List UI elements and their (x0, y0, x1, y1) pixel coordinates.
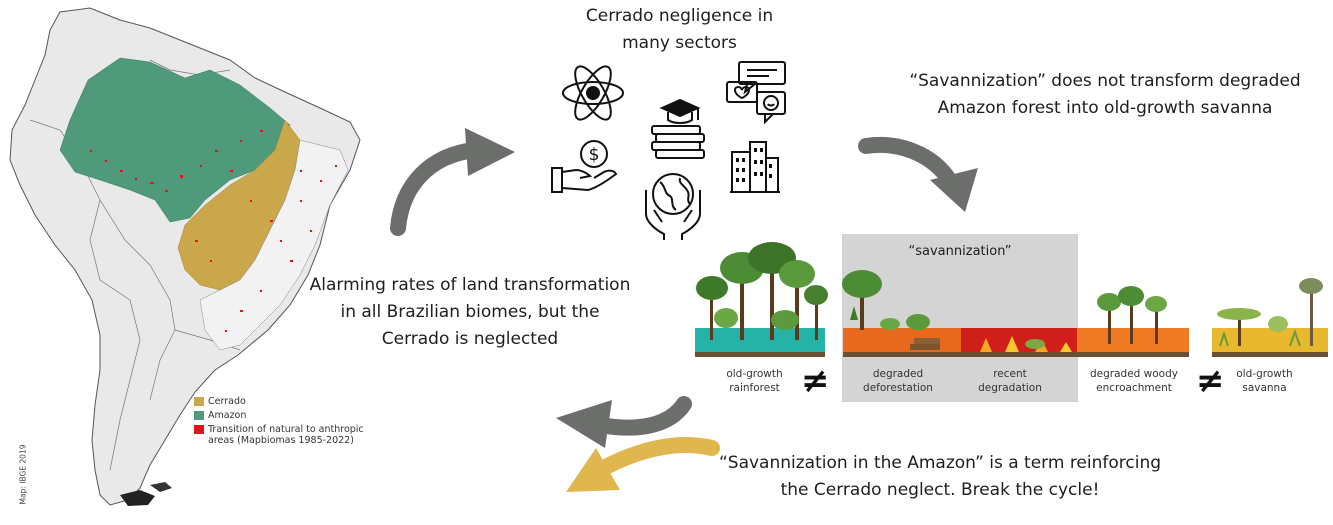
legend-transition: Transition of natural to anthropic areas… (194, 424, 374, 446)
legend-swatch-amazon (194, 411, 204, 420)
deforestation-scene (842, 270, 940, 350)
encroachment-trees (1097, 286, 1167, 344)
label-old-growth-savanna: old-growth savanna (1236, 368, 1293, 394)
not-equal-left: ≠ (801, 361, 830, 401)
alarming-rates-text: Alarming rates of land transformation in… (309, 275, 631, 349)
atom-icon (562, 65, 624, 121)
arrow-gray-left (556, 396, 692, 448)
svg-text:$: $ (589, 145, 600, 165)
savannization-box-label: “savannization” (908, 244, 1012, 259)
cerrado-negligence-text: Cerrado negligence in many sectors (585, 6, 774, 53)
legend-label-cerrado: Cerrado (208, 396, 246, 407)
label-recent-degradation: recent degradation (978, 368, 1042, 394)
transition-speckles (90, 130, 337, 332)
label-degraded-deforestation: degraded deforestation (863, 368, 933, 394)
label-old-growth-rainforest: old-growth rainforest (726, 368, 783, 394)
panel-recent-bg (961, 328, 1077, 355)
arrow-gold-left (566, 436, 720, 492)
label-degraded-woody-encroachment: degraded woody encroachment (1090, 368, 1178, 394)
graduation-books-icon (651, 98, 705, 159)
brazil-other (199, 139, 349, 351)
buildings-icon (730, 141, 780, 193)
panel-deforestation-bg (843, 328, 961, 355)
legend-amazon: Amazon (194, 410, 246, 421)
savannization-box (842, 234, 1078, 402)
arrow-down-right (858, 136, 978, 212)
panel-rainforest-bg (695, 328, 825, 355)
legend-label-amazon: Amazon (208, 410, 247, 421)
legend-label-transition: Transition of natural to anthropic areas… (208, 424, 364, 446)
fire-scene (980, 336, 1072, 352)
not-equal-right: ≠ (1196, 361, 1225, 401)
savannization-amazon-text: “Savannization in the Amazon” is a term … (718, 453, 1162, 500)
chat-bubbles-icon (726, 61, 786, 124)
landscape-panels (695, 242, 1328, 357)
falklands (150, 482, 172, 492)
money-hand-icon: $ (551, 140, 618, 193)
country-borders (29, 59, 241, 471)
savanna-scene (1217, 278, 1323, 347)
rainforest-trees (696, 242, 828, 340)
south-america-map (9, 7, 361, 506)
amazon-biome (59, 57, 291, 223)
arrow-up-right (390, 128, 515, 236)
legend-cerrado: Cerrado (194, 396, 246, 407)
savannization-statement-text: “Savannization” does not transform degra… (909, 71, 1301, 118)
tierra-del-fuego (120, 490, 155, 506)
globe-hands-icon (645, 173, 701, 240)
panel-savanna-bg (1212, 328, 1328, 355)
legend-swatch-transition (194, 425, 204, 434)
legend-swatch-cerrado (194, 397, 204, 406)
